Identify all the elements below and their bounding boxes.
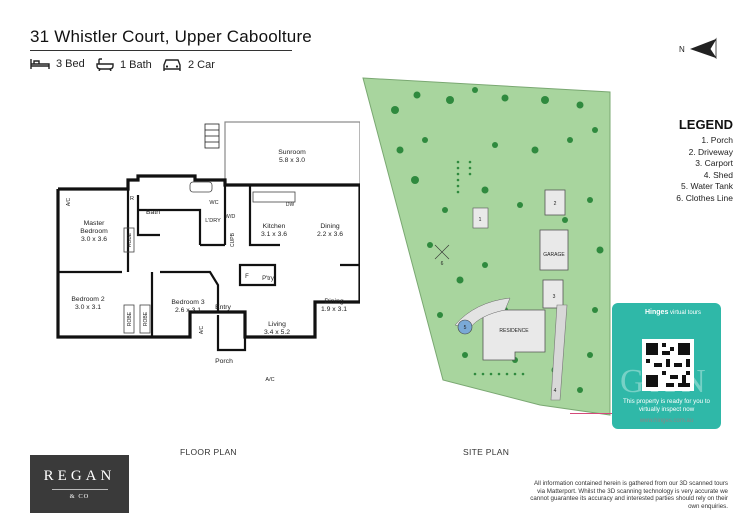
legend: LEGEND 1. Porch 2. Driveway 3. Carport 4… bbox=[676, 117, 733, 204]
floor-plan-caption: FLOOR PLAN bbox=[180, 447, 237, 457]
beds-label: 3 Bed bbox=[56, 58, 85, 70]
plan-label: A/C bbox=[265, 377, 274, 383]
plan-label: Dining bbox=[324, 298, 343, 305]
virtual-tour-url[interactable]: www.hinges.com.au bbox=[639, 418, 694, 424]
plan-label: 2.2 x 3.6 bbox=[317, 231, 343, 238]
agency-name: REGAN bbox=[43, 468, 116, 484]
plan-label: L'DRY bbox=[205, 218, 221, 224]
north-arrow-icon: N bbox=[679, 37, 717, 60]
legend-item: 4. Shed bbox=[703, 169, 733, 180]
driveway bbox=[550, 304, 568, 401]
plan-label: WC bbox=[209, 200, 218, 206]
plan-label: 4 bbox=[554, 388, 557, 394]
baths-feature: 1 Bath bbox=[96, 58, 152, 71]
beds-feature: 3 Bed bbox=[30, 58, 85, 70]
plan-label: 3 bbox=[553, 294, 556, 300]
plan-label: R bbox=[130, 196, 134, 202]
plan-label: DW bbox=[286, 202, 295, 208]
brand-product: virtual tours bbox=[670, 310, 702, 316]
plan-label: Entry bbox=[215, 304, 231, 311]
plan-label: 3.0 x 3.1 bbox=[75, 304, 101, 311]
car-icon bbox=[163, 59, 181, 71]
site-plan: RESIDENCE GARAGE 1 2 3 4 5 6 bbox=[362, 77, 611, 416]
plan-label: Bedroom 2 bbox=[71, 296, 104, 303]
plan-label: Kitchen bbox=[263, 223, 286, 230]
plan-label: 6 bbox=[441, 261, 444, 267]
logo-divider bbox=[51, 489, 108, 490]
legend-item: 1. Porch bbox=[701, 135, 733, 145]
plan-label: 2.6 x 3.1 bbox=[175, 307, 201, 314]
plan-label: 3.1 x 3.6 bbox=[261, 231, 287, 238]
stairs-icon bbox=[204, 123, 220, 149]
bathtub-icon bbox=[189, 181, 213, 193]
virtual-tour-text: This property is ready for you to virtua… bbox=[622, 398, 710, 413]
plan-label: ROBE bbox=[127, 311, 133, 326]
floor-plan: Sunroom 5.8 x 3.0 Master Bedroom 3.0 x 3… bbox=[56, 121, 360, 383]
plan-label: 5 bbox=[464, 325, 467, 331]
plan-label: F bbox=[245, 274, 249, 280]
site-plan-caption: SITE PLAN bbox=[463, 447, 510, 457]
clothes-line bbox=[434, 244, 450, 260]
plan-label: Bedroom 3 bbox=[171, 299, 204, 306]
plan-label: 1.9 x 3.1 bbox=[321, 306, 347, 313]
kitchen-bench bbox=[252, 191, 296, 203]
bed-icon bbox=[30, 59, 50, 69]
plan-label: 3.4 x 5.2 bbox=[264, 329, 290, 336]
qr-code-icon[interactable] bbox=[642, 339, 694, 391]
plan-label: RESIDENCE bbox=[499, 328, 529, 334]
lawn-area bbox=[362, 77, 611, 416]
disclaimer: All information contained herein is gath… bbox=[530, 480, 728, 510]
plan-label: ROBE bbox=[143, 311, 149, 326]
plan-label: CUPB bbox=[230, 232, 236, 247]
plan-label: Living bbox=[268, 321, 286, 328]
legend-title: LEGEND bbox=[678, 117, 733, 132]
virtual-tour-card[interactable]: GAN Hinges virtual tours This property i… bbox=[612, 303, 721, 429]
plan-label: 5.8 x 3.0 bbox=[279, 157, 305, 164]
plan-label: Bath bbox=[146, 209, 160, 216]
plan-label: Sunroom bbox=[278, 149, 306, 156]
plan-label: W/D bbox=[225, 214, 236, 220]
legend-item: 2. Driveway bbox=[688, 146, 733, 157]
agency-logo: REGAN & CO bbox=[30, 455, 129, 513]
garage bbox=[539, 229, 569, 271]
legend-item: 5. Water Tank bbox=[681, 181, 733, 191]
residence bbox=[482, 309, 546, 361]
plan-label: Bedroom bbox=[80, 228, 108, 235]
legend-item: 6. Clothes Line bbox=[676, 192, 733, 203]
bath-icon bbox=[96, 58, 114, 71]
cars-label: 2 Car bbox=[188, 58, 215, 71]
plan-label: Master bbox=[84, 220, 106, 227]
interior-walls bbox=[58, 185, 360, 352]
brand-name: Hinges bbox=[645, 309, 669, 316]
plan-label: A/C bbox=[199, 325, 205, 334]
plan-label: P'try bbox=[262, 276, 274, 282]
plan-label: 1 bbox=[479, 217, 482, 223]
plan-label: ROBE bbox=[127, 232, 133, 247]
title-divider bbox=[30, 50, 292, 51]
baths-label: 1 Bath bbox=[120, 58, 152, 71]
legend-item: 3. Carport bbox=[695, 158, 733, 168]
compass: N bbox=[676, 37, 724, 64]
agency-sub: & CO bbox=[69, 493, 90, 500]
property-address: 31 Whistler Court, Upper Caboolture bbox=[30, 27, 312, 46]
plan-label: 3.0 x 3.6 bbox=[81, 236, 107, 243]
plan-label: Porch bbox=[215, 358, 233, 365]
cars-feature: 2 Car bbox=[162, 58, 215, 71]
virtual-tour-brand: Hinges virtual tours bbox=[645, 309, 701, 317]
plan-label: Dining bbox=[320, 223, 339, 230]
pointer-line bbox=[570, 413, 612, 414]
outer-walls bbox=[56, 174, 360, 339]
plan-label: 2 bbox=[554, 201, 557, 207]
water-tank bbox=[457, 319, 473, 335]
compass-label: N bbox=[679, 45, 685, 54]
plan-label: GARAGE bbox=[543, 252, 565, 258]
plan-label: A/C bbox=[66, 197, 72, 206]
